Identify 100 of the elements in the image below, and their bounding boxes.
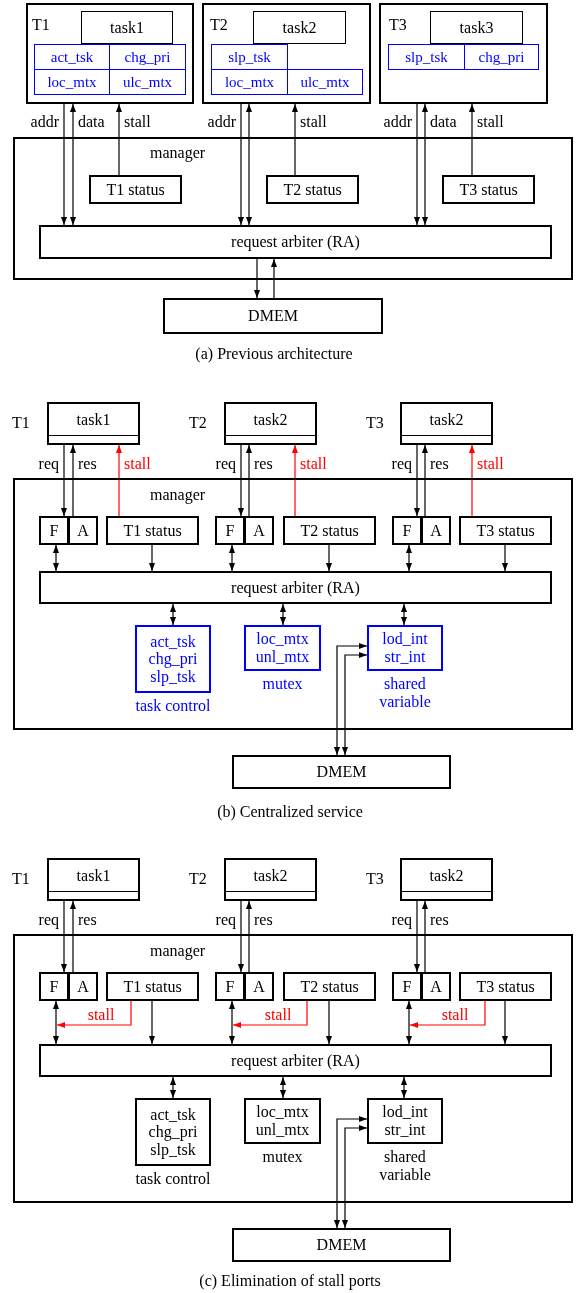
module-box bbox=[26, 3, 194, 104]
arrow bbox=[421, 900, 429, 973]
arrow bbox=[405, 1000, 413, 1045]
arrow bbox=[69, 900, 77, 973]
heading-label: T2 bbox=[210, 17, 228, 33]
arrow bbox=[333, 1115, 368, 1229]
arrow bbox=[501, 544, 509, 572]
arrow bbox=[400, 1076, 408, 1099]
arrow bbox=[52, 1000, 60, 1045]
task-box bbox=[253, 11, 346, 44]
service-cell bbox=[211, 44, 288, 70]
arrow bbox=[115, 444, 123, 517]
box-label: T3 status bbox=[459, 180, 518, 199]
edge-label: data bbox=[77, 114, 106, 130]
box-label: F bbox=[225, 977, 235, 996]
box-label: T3 status bbox=[476, 977, 535, 996]
arrow bbox=[115, 103, 123, 176]
arrow bbox=[421, 444, 429, 517]
box-label: task2 bbox=[253, 410, 288, 429]
arrow bbox=[409, 1000, 486, 1029]
edge-label: stall bbox=[123, 114, 152, 130]
arrow bbox=[253, 258, 261, 299]
memory-box bbox=[163, 298, 383, 334]
arrow bbox=[69, 103, 77, 226]
arrow bbox=[270, 258, 278, 299]
side-label: T2 bbox=[189, 870, 208, 888]
box-label: lod_int str_int bbox=[381, 1103, 429, 1139]
arrow bbox=[333, 642, 368, 756]
status-box bbox=[459, 516, 552, 545]
box-label: task2 bbox=[253, 866, 288, 885]
box-label: task1 bbox=[110, 18, 144, 37]
arrow bbox=[237, 900, 245, 973]
edge-label: stall bbox=[299, 456, 328, 472]
arrow bbox=[169, 603, 177, 626]
box-label: task2 bbox=[429, 410, 464, 429]
edge-label: data bbox=[429, 114, 458, 130]
edge-label: addr bbox=[382, 114, 413, 130]
service-cell bbox=[287, 69, 363, 95]
port-box bbox=[392, 516, 422, 545]
box-label: T1 status bbox=[123, 521, 182, 540]
box-label: loc_mtx unl_mtx bbox=[254, 630, 311, 666]
arrow bbox=[245, 103, 253, 226]
box-label: DMEM bbox=[248, 307, 298, 325]
service-cell bbox=[109, 44, 186, 70]
task-box bbox=[430, 11, 523, 44]
arrow bbox=[228, 544, 236, 572]
edge-label: addr bbox=[29, 114, 60, 130]
edge-label: stall bbox=[299, 114, 328, 130]
arrow bbox=[148, 544, 156, 572]
figure-caption: (a) Previous architecture bbox=[195, 346, 353, 362]
box-label: lod_int str_int bbox=[381, 630, 429, 666]
box-label: chg_pri bbox=[478, 48, 525, 66]
box-label: T3 status bbox=[476, 521, 535, 540]
arrow bbox=[291, 444, 299, 517]
port-box bbox=[215, 972, 245, 1001]
module-box bbox=[379, 3, 548, 104]
edge-label: stall bbox=[476, 456, 505, 472]
arrow bbox=[237, 444, 245, 517]
box-label: act_tsk chg_pri slp_tsk bbox=[147, 1105, 199, 1159]
edge-label: stall bbox=[123, 456, 152, 472]
status-box bbox=[283, 516, 376, 545]
side-label: mutex bbox=[261, 675, 304, 693]
heading-label: T3 bbox=[389, 17, 407, 33]
edge-label: stall bbox=[476, 114, 505, 130]
arrow bbox=[245, 444, 253, 517]
service-cell bbox=[34, 69, 110, 95]
status-box bbox=[283, 972, 376, 1001]
side-label: T3 bbox=[366, 414, 385, 432]
arrow bbox=[291, 103, 299, 176]
box-label: A bbox=[253, 521, 265, 540]
box-label: T2 status bbox=[300, 521, 359, 540]
port-box bbox=[68, 516, 98, 545]
memory-box bbox=[232, 755, 451, 789]
service-cell bbox=[109, 69, 186, 95]
box-label: task1 bbox=[76, 866, 111, 885]
arrow bbox=[279, 603, 287, 626]
box-label: F bbox=[225, 521, 235, 540]
box-label: T1 status bbox=[123, 977, 182, 996]
arrow bbox=[228, 1000, 236, 1045]
arrow bbox=[468, 103, 476, 176]
box-label: chg_pri bbox=[124, 48, 171, 66]
arrow bbox=[237, 103, 245, 226]
heading-label: manager bbox=[150, 145, 206, 161]
port-box bbox=[392, 972, 422, 1001]
arrow bbox=[325, 1000, 333, 1045]
arrow bbox=[169, 1076, 177, 1099]
box-label: task2 bbox=[282, 18, 317, 37]
arrow bbox=[501, 1000, 509, 1045]
port-box bbox=[39, 972, 69, 1001]
arrow bbox=[60, 444, 68, 517]
edge-label: stall bbox=[440, 1007, 470, 1023]
box-label: A bbox=[77, 977, 89, 996]
arrow bbox=[279, 1076, 287, 1099]
side-label: task control bbox=[134, 1170, 212, 1188]
box-label: task3 bbox=[459, 18, 494, 37]
box-label: A bbox=[253, 977, 265, 996]
status-box bbox=[459, 972, 552, 1001]
port-box bbox=[244, 972, 274, 1001]
port-box bbox=[68, 972, 98, 1001]
box-label: task2 bbox=[429, 866, 464, 885]
